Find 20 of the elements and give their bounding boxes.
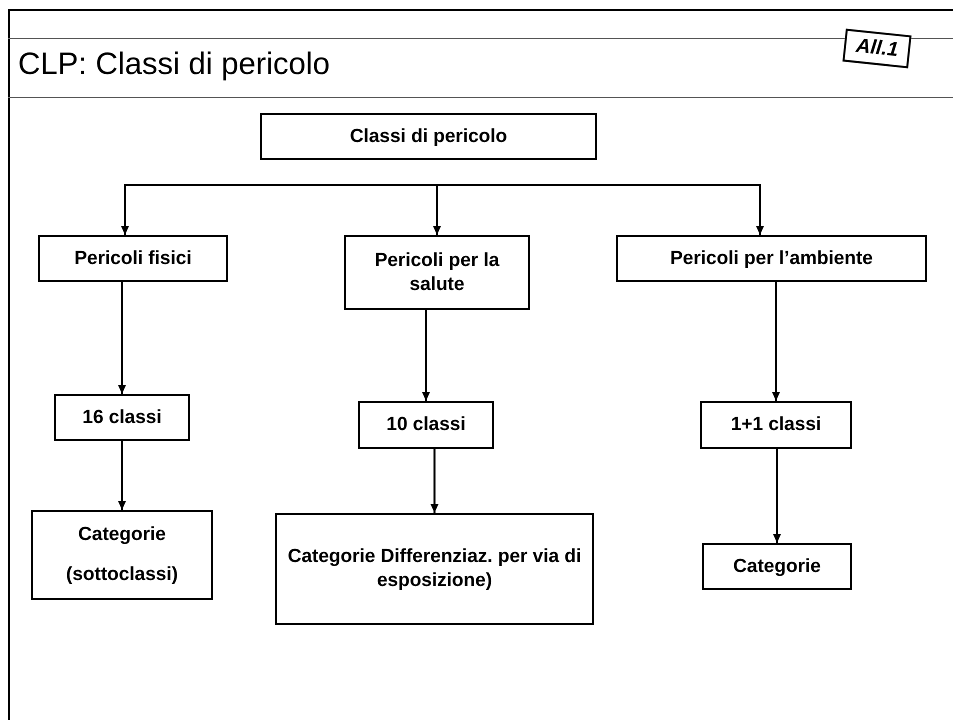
title: CLP: Classi di pericolo bbox=[18, 46, 330, 82]
category-box: Categorie Differenziaz. per via di esposizione) bbox=[275, 513, 594, 625]
annex-tag: All.1 bbox=[842, 28, 912, 68]
category-box: 16 classi bbox=[54, 394, 190, 441]
category-box: Categorie (sottoclassi) bbox=[31, 510, 213, 600]
category-box: Classi di pericolo bbox=[260, 113, 597, 160]
arrow bbox=[772, 282, 780, 401]
category-box: Categorie bbox=[702, 543, 852, 590]
category-box: 10 classi bbox=[358, 401, 494, 449]
category-box: Pericoli per l’ambiente bbox=[616, 235, 927, 282]
arrow bbox=[118, 282, 126, 394]
arrow bbox=[118, 441, 126, 510]
category-box: Pericoli fisici bbox=[38, 235, 228, 282]
category-box: 1+1 classi bbox=[700, 401, 852, 449]
arrow bbox=[430, 449, 438, 513]
arrow bbox=[422, 310, 430, 401]
arrow bbox=[773, 449, 781, 543]
category-box: Pericoli per la salute bbox=[344, 235, 530, 310]
arrow bbox=[121, 184, 418, 235]
arrow bbox=[418, 184, 764, 235]
